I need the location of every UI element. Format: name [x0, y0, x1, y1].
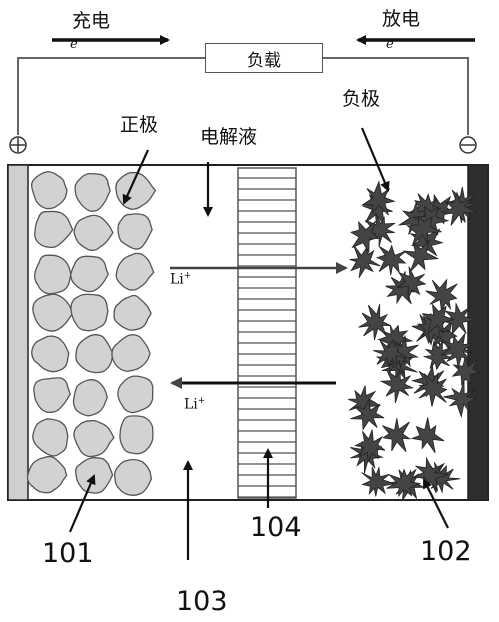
- anode-particle: [425, 278, 458, 314]
- negative-terminal: [459, 136, 477, 154]
- anode-particle: [350, 398, 385, 431]
- positive-label-arrow: [122, 149, 150, 205]
- anode-particle: [440, 191, 478, 226]
- cathode-particle: [32, 293, 74, 332]
- cathode-particle: [70, 255, 109, 293]
- numeral-102-arrow: [423, 478, 449, 529]
- cathode-particle: [26, 455, 68, 494]
- charge-label: 充电: [72, 10, 111, 32]
- anode-particle: [396, 266, 427, 300]
- anode-particle: [421, 303, 455, 335]
- cathode-particle: [33, 377, 71, 414]
- anode-particle: [361, 466, 396, 497]
- cathode-particle: [113, 294, 152, 331]
- load-box: 负载: [205, 43, 323, 73]
- numeral-101-arrow: [68, 474, 96, 533]
- anode-particles: [348, 180, 482, 502]
- li-ion-top-charge: +: [183, 271, 192, 281]
- li-ion-label-top: Li+: [170, 272, 191, 287]
- cathode-particle: [74, 172, 111, 212]
- li-ion-bottom-charge: +: [197, 396, 206, 406]
- anode-particle: [443, 381, 477, 419]
- cathode-particles: [26, 170, 157, 496]
- anode-particle: [402, 239, 440, 272]
- cathode-particle: [111, 334, 151, 373]
- anode-particle: [439, 332, 475, 369]
- cathode-particle: [72, 379, 108, 417]
- electrolyte-label: 电解液: [200, 126, 258, 148]
- positive-terminal: [9, 136, 27, 154]
- anode-particle: [373, 338, 408, 369]
- anode-particle: [386, 468, 422, 498]
- numeral-103: 103: [176, 586, 228, 617]
- cathode-particle: [73, 214, 114, 251]
- cathode-particle: [113, 458, 153, 496]
- numeral-101: 101: [42, 538, 94, 569]
- anode-particle: [451, 353, 482, 387]
- positive-collector: [7, 164, 29, 501]
- cathode-particle: [34, 210, 74, 249]
- anode-particle: [376, 244, 407, 276]
- anode-particle: [412, 456, 449, 492]
- cathode-particle: [73, 419, 115, 458]
- numeral-102: 102: [420, 536, 472, 567]
- electron-label-right: e: [386, 37, 394, 52]
- load-label: 负载: [247, 50, 281, 71]
- circuit-wire: [17, 57, 469, 135]
- electron-label-left: e: [70, 37, 78, 52]
- cathode-particle: [75, 334, 114, 374]
- separator: [237, 167, 297, 499]
- cathode-particle: [33, 254, 72, 295]
- cathode-particle: [32, 418, 69, 457]
- anode-particle: [406, 215, 442, 246]
- cathode-particle: [117, 213, 153, 250]
- discharge-label: 放电: [382, 8, 421, 30]
- cathode-particle: [30, 170, 68, 210]
- anode-particle: [418, 371, 448, 407]
- li-ion-top-text: Li: [170, 271, 184, 288]
- cathode-particle: [70, 293, 109, 332]
- anode-particle: [349, 244, 381, 279]
- numeral-104: 104: [250, 512, 302, 543]
- anode-particle: [382, 418, 412, 452]
- anode-particle: [410, 417, 445, 454]
- cathode-particle: [117, 375, 154, 414]
- cathode-particle: [115, 252, 155, 291]
- anode-particle: [443, 302, 477, 336]
- anode-particle: [358, 303, 392, 341]
- li-ion-label-bottom: Li+: [184, 397, 205, 412]
- negative-collector: [467, 164, 489, 501]
- li-ion-bottom-text: Li: [184, 396, 198, 413]
- anode-particle: [422, 339, 453, 371]
- anode-particle: [354, 429, 386, 463]
- cathode-particle: [31, 335, 70, 373]
- negative-electrode-label: 负极: [342, 88, 381, 110]
- anode-particle: [379, 369, 415, 404]
- negative-label-arrow: [360, 127, 390, 192]
- positive-electrode-label: 正极: [120, 114, 159, 136]
- anode-particle: [349, 220, 380, 254]
- cathode-particle: [119, 415, 154, 455]
